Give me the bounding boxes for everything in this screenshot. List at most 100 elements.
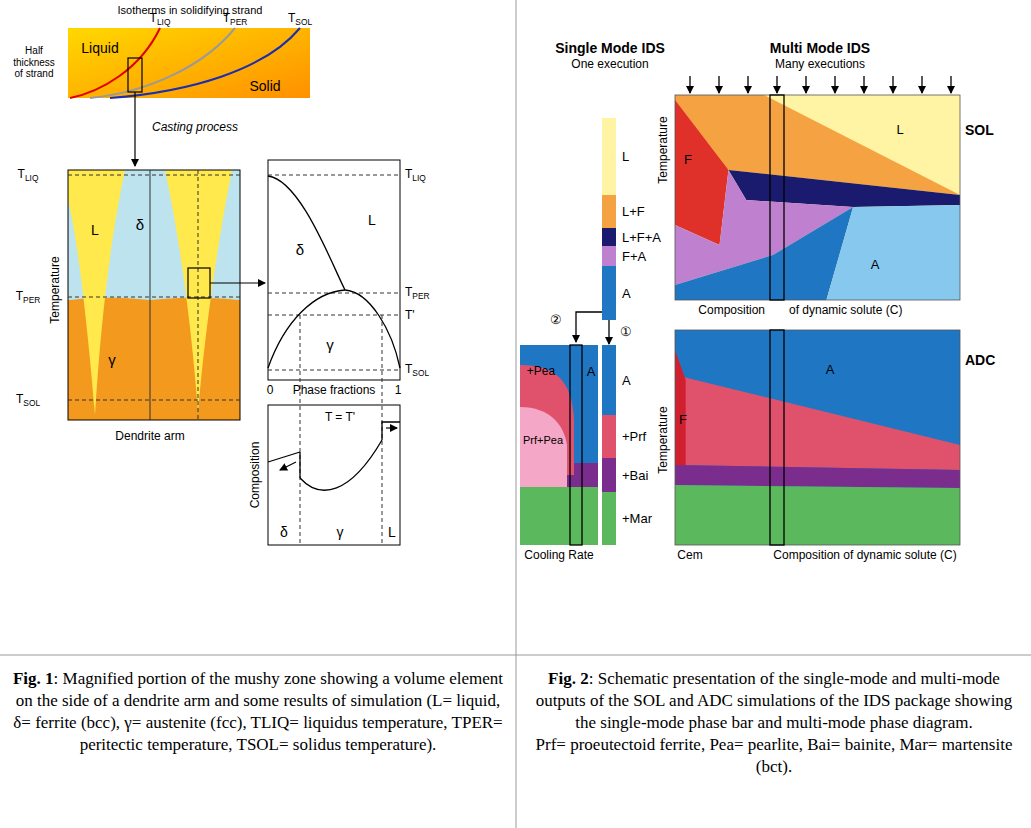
phase-label: +Prf (622, 429, 646, 444)
phase-label: L+F+A (622, 230, 661, 245)
phase-stripe (602, 195, 616, 228)
diagram-label: TLIQ (405, 168, 426, 182)
figure-caption: Fig. 1: Magnified portion of the mushy z… (12, 668, 504, 756)
diagram-label: Composition (698, 304, 765, 318)
execution-arrow (718, 76, 719, 93)
diagram-label: L (91, 222, 99, 238)
phase-label: F+A (622, 249, 646, 264)
diagram-label: TPER (16, 290, 41, 304)
execution-arrow (921, 76, 922, 93)
selected-column (770, 330, 784, 545)
phase-stripe (602, 228, 616, 246)
diagram-label: ② (550, 313, 562, 328)
diagram-label: Solid (249, 78, 280, 94)
strand-figure (68, 28, 310, 166)
diagram-label: TPER (223, 12, 248, 26)
diagram-label: Phase fractions (293, 384, 376, 398)
diagram-label: Single Mode IDS (555, 40, 665, 56)
caption-number: Fig. 1 (13, 669, 54, 688)
phase-label: A (622, 286, 631, 301)
phase-stripe (602, 492, 616, 545)
diagram-label: TSOL (288, 12, 312, 26)
diagram-label: F (679, 413, 687, 428)
figure-caption: Fig. 2: Schematic presentation of the si… (528, 668, 1020, 778)
phase-label: L+F (622, 204, 645, 219)
diagram-label: TLIQ (150, 12, 171, 26)
diagram-label: TLIQ (18, 168, 39, 182)
diagram-label: TSOL (16, 393, 40, 407)
phase-fraction-plot (268, 160, 400, 545)
diagram-label: Cem (677, 549, 702, 563)
diagram-label: δ (296, 241, 304, 258)
cooling-rate-diagram (520, 345, 598, 545)
phase-bar-segment: F+A (602, 246, 651, 266)
caption-text: : Magnified portion of the mushy zone sh… (13, 669, 503, 754)
phase-stripe (602, 345, 616, 415)
diagram-label: Temperature (657, 406, 671, 473)
connector-arrow (608, 320, 609, 344)
execution-arrow (747, 76, 748, 93)
phase-stripe (602, 246, 616, 266)
diagram-label: TPER (405, 286, 430, 300)
diagram-label: A (826, 363, 835, 378)
diagram-label: L (896, 123, 903, 138)
phase-label: A (622, 373, 631, 388)
phase-stripe (602, 415, 616, 458)
phase-bar-segment: A (602, 266, 635, 320)
leader-arrow (576, 312, 602, 342)
diagram-label: +Pea (527, 365, 555, 379)
diagram-label: Composition of dynamic solute (C) (773, 549, 956, 563)
diagram-label: A (871, 258, 880, 273)
diagram-label: δ (136, 216, 144, 233)
grid-line (516, 0, 517, 828)
execution-arrow (805, 76, 806, 93)
diagram-label: δ (280, 524, 288, 540)
adc-phase-diagram (675, 330, 960, 545)
diagram-label: Many executions (775, 58, 865, 72)
phase-label: +Bai (622, 468, 648, 483)
phase-stripe (602, 118, 616, 195)
phase-bar-segment: +Mar (602, 492, 656, 545)
execution-arrow (689, 76, 690, 93)
execution-arrow (776, 76, 777, 93)
phase-label: +Mar (622, 511, 652, 526)
diagram-label: Casting process (152, 121, 238, 135)
diagram-label: Composition (249, 442, 263, 509)
caption-text: : Schematic presentation of the single-m… (536, 669, 1013, 732)
diagram-label: γ (108, 351, 116, 368)
diagram-label: Prf+Pea (523, 434, 563, 447)
execution-arrow (834, 76, 835, 93)
execution-arrow (950, 76, 951, 93)
sol-phase-diagram (675, 95, 960, 300)
phase-bar-segment: L+F+A (602, 228, 666, 246)
diagram-label: Isotherms in solidifying strand (118, 4, 263, 17)
selected-column (570, 345, 582, 545)
phase-bar-segment: A (602, 345, 635, 415)
grid-line (0, 655, 1031, 656)
caption-text: Prf= proeutectoid ferrite, Pea= pearlite… (536, 735, 1013, 776)
phase-bar-segment: L (602, 118, 634, 195)
execution-arrow (892, 76, 893, 93)
diagram-label: 1 (395, 384, 402, 398)
diagram-label: One execution (571, 58, 648, 72)
execution-arrows (690, 76, 951, 93)
selected-column (770, 95, 784, 300)
dendrite-figure (68, 170, 265, 420)
phase-label: L (622, 149, 629, 164)
phase-bar-segment: L+F (602, 195, 649, 228)
phase-bar-segment: +Prf (602, 415, 651, 458)
diagram-label: T = T' (325, 411, 355, 425)
composition-plot (268, 405, 400, 545)
execution-arrow (863, 76, 864, 93)
diagram-label: Liquid (81, 40, 118, 56)
phase-stripe (602, 458, 616, 492)
diagram-label: L (388, 524, 396, 540)
diagram-label: of dynamic solute (C) (789, 304, 902, 318)
diagram-label: 0 (267, 384, 274, 398)
caption-number: Fig. 2 (548, 669, 589, 688)
diagram-label: γ (337, 524, 344, 540)
diagram-label: Temperature (49, 256, 63, 323)
edge-label: ① (619, 325, 633, 340)
phase-stripe (602, 266, 616, 320)
diagram-label: γ (326, 336, 334, 353)
